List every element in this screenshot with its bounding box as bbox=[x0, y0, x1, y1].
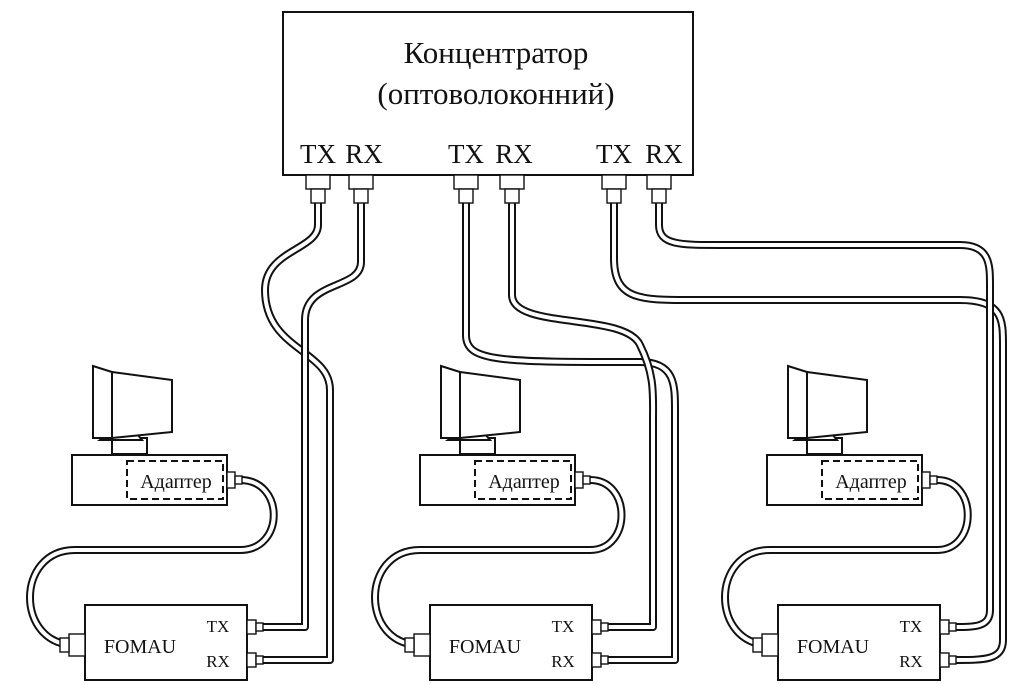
fomau-tx-label: TX bbox=[207, 617, 230, 636]
hub-port-2-tx-label: TX bbox=[448, 139, 484, 169]
fomau-tx-label: TX bbox=[900, 617, 923, 636]
hub-port-1-tx-label: TX bbox=[300, 139, 336, 169]
hub-connector-rx3 bbox=[646, 174, 672, 204]
hub-port-3-tx-label: TX bbox=[596, 139, 632, 169]
fomau-box bbox=[429, 604, 593, 681]
hub-title: Концентратор bbox=[404, 35, 589, 70]
hub-port-2-rx-label: RX bbox=[495, 139, 533, 169]
fomau-tx-connector bbox=[591, 619, 609, 635]
hub: Концентратор (оптоволоконний) TX RX TX R… bbox=[282, 11, 694, 204]
computer-icon bbox=[419, 364, 576, 506]
cable-hub-rx2-to-fomau2-tx bbox=[508, 199, 658, 631]
adapter-box bbox=[126, 460, 224, 500]
fomau-left-connector bbox=[404, 633, 431, 657]
hub-connector-rx2 bbox=[499, 174, 525, 204]
adapter-connector bbox=[574, 471, 591, 489]
adapter-box bbox=[474, 460, 572, 500]
fomau-label: FOMAU bbox=[449, 636, 522, 658]
fomau-rx-connector bbox=[246, 652, 264, 668]
fomau-rx-label: RX bbox=[551, 652, 575, 671]
cable-hub-rx3-to-fomau3-tx bbox=[655, 199, 994, 631]
hub-port-3-rx-label: RX bbox=[645, 139, 683, 169]
hub-box bbox=[282, 11, 694, 176]
cable-adapter2-to-fomau2 bbox=[371, 476, 626, 649]
fomau-rx-label: RX bbox=[899, 652, 923, 671]
fomau-rx-connector bbox=[939, 652, 957, 668]
fomau-box bbox=[84, 604, 248, 681]
hub-connector-tx3 bbox=[601, 174, 627, 204]
hub-port-1-rx-label: RX bbox=[345, 139, 383, 169]
fomau-left-connector bbox=[752, 633, 779, 657]
adapter-connector bbox=[226, 471, 243, 489]
station-2: Адаптер FOMAU TX RX bbox=[404, 364, 609, 681]
hub-connector-tx2 bbox=[453, 174, 479, 204]
fomau-left-connector bbox=[59, 633, 86, 657]
adapter-label: Адаптер bbox=[140, 471, 212, 493]
fomau-label: FOMAU bbox=[104, 636, 177, 658]
fomau-label: FOMAU bbox=[797, 636, 870, 658]
station-3: Адаптер FOMAU TX RX bbox=[752, 364, 957, 681]
adapter-label: Адаптер bbox=[835, 471, 907, 493]
computer-icon bbox=[71, 364, 228, 506]
station-1: Адаптер FOMAU TX RX bbox=[59, 364, 264, 681]
fomau-rx-label: RX bbox=[206, 652, 230, 671]
fomau-tx-connector bbox=[246, 619, 264, 635]
fomau-tx-connector bbox=[939, 619, 957, 635]
fomau-tx-label: TX bbox=[552, 617, 575, 636]
cable-hub-rx1-to-fomau1-tx bbox=[258, 199, 365, 631]
computer-base bbox=[419, 454, 576, 506]
hub-connector-tx1 bbox=[305, 174, 331, 204]
adapter-box bbox=[821, 460, 919, 500]
cable-hub-tx2-to-fomau2-rx bbox=[462, 199, 679, 664]
computer-icon bbox=[766, 364, 923, 506]
cable-adapter3-to-fomau3 bbox=[721, 476, 972, 649]
cables bbox=[26, 199, 1007, 664]
adapter-label: Адаптер bbox=[488, 471, 560, 493]
hub-connector-rx1 bbox=[348, 174, 374, 204]
cable-adapter1-to-fomau1 bbox=[26, 476, 278, 649]
fomau-box bbox=[777, 604, 941, 681]
hub-connectors bbox=[305, 174, 672, 204]
fomau-rx-connector bbox=[591, 652, 609, 668]
adapter-connector bbox=[921, 471, 938, 489]
cable-hub-tx1-to-fomau1-rx bbox=[258, 199, 334, 664]
hub-subtitle: (оптоволоконний) bbox=[377, 76, 614, 111]
